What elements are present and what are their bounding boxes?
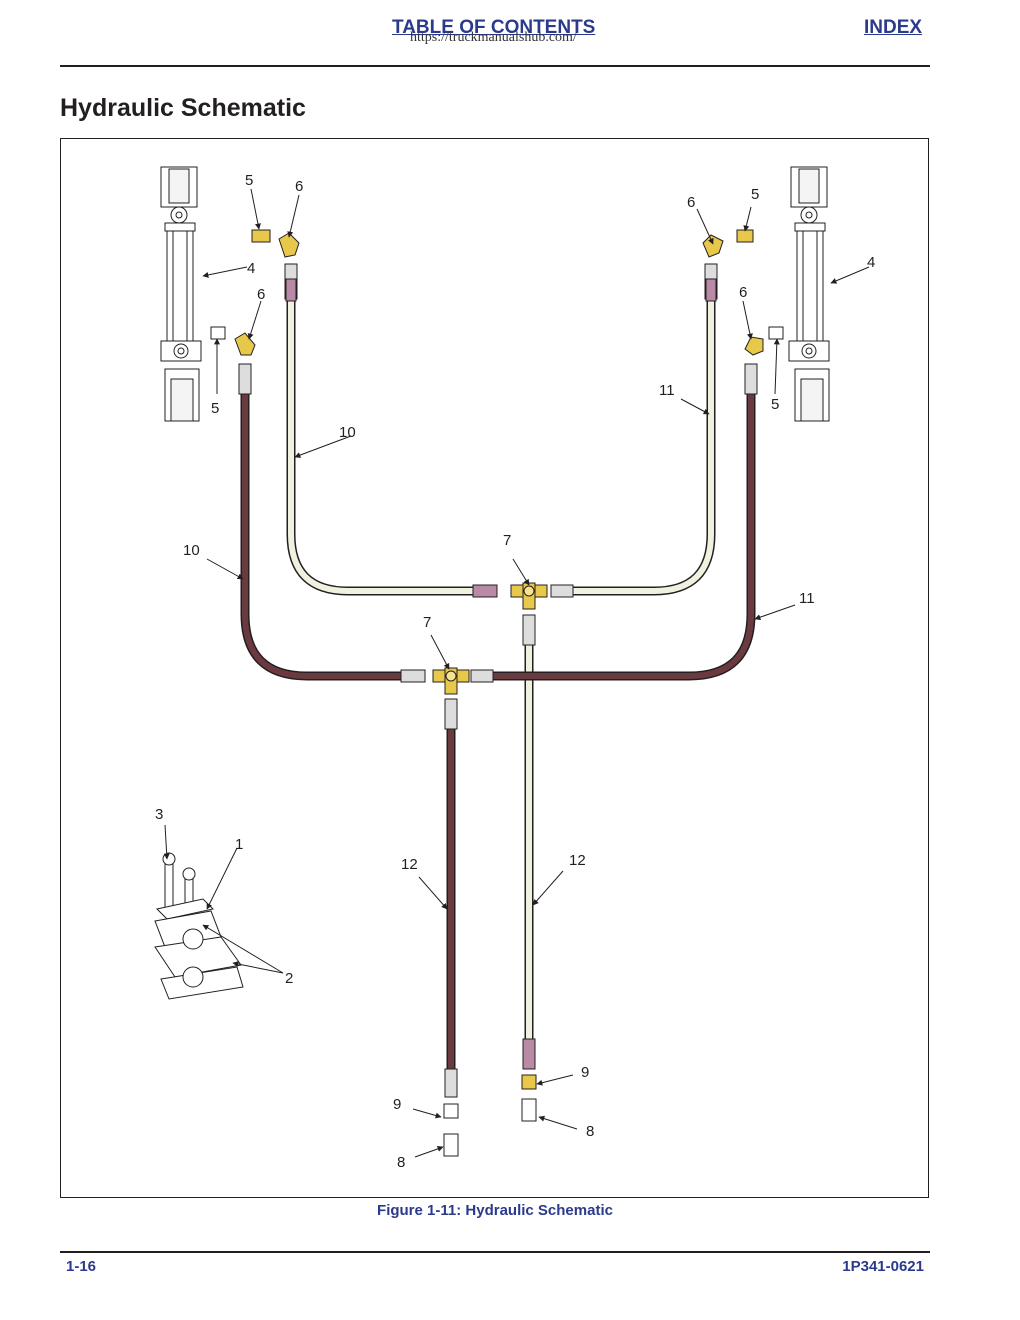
- tee-fitting-lower: [432, 667, 470, 695]
- callout-3: 3: [155, 806, 163, 823]
- callout-5: 5: [771, 396, 779, 413]
- callout-2: 2: [285, 970, 293, 987]
- callout-5: 5: [751, 186, 759, 203]
- callout-4: 4: [867, 254, 875, 271]
- hydraulic-schematic-figure: 5 6 4 6 5 10 10 7 7 6 5 4 6 5 11 11 3 1 …: [60, 138, 929, 1198]
- callout-5: 5: [245, 172, 253, 189]
- callout-5: 5: [211, 400, 219, 417]
- callout-9: 9: [393, 1096, 401, 1113]
- index-link[interactable]: INDEX: [864, 17, 923, 38]
- footer-rule: [60, 1251, 930, 1253]
- fittings-8-9: [443, 1074, 537, 1157]
- callout-6: 6: [739, 284, 747, 301]
- schematic-drawing: 5 6 4 6 5 10 10 7 7 6 5 4 6 5 11 11 3 1 …: [154, 166, 875, 1171]
- page-title: Hydraulic Schematic: [60, 94, 306, 122]
- callout-7: 7: [503, 532, 511, 549]
- figure-caption: Figure 1-11: Hydraulic Schematic: [377, 1202, 613, 1219]
- hose-10-light: [286, 284, 475, 596]
- hose-11-dark: [491, 371, 756, 681]
- fittings-5-6: [210, 229, 784, 356]
- hose-11-light: [567, 284, 716, 596]
- table-of-contents-link[interactable]: TABLE OF CONTENTS: [392, 17, 596, 38]
- callout-labels: 5 6 4 6 5 10 10 7 7 6 5 4 6 5 11 11 3 1 …: [155, 172, 875, 1171]
- callout-12: 12: [569, 852, 586, 869]
- callout-6: 6: [295, 178, 303, 195]
- hydraulic-cylinder-left: [160, 166, 202, 422]
- callout-11: 11: [799, 590, 815, 607]
- callout-8: 8: [586, 1123, 594, 1140]
- callout-4: 4: [247, 260, 255, 277]
- callout-11: 11: [659, 382, 675, 399]
- callout-12: 12: [401, 856, 418, 873]
- hose-10-dark: [240, 371, 401, 681]
- document-number: 1P341-0621: [842, 1258, 924, 1275]
- callout-10: 10: [183, 542, 200, 559]
- callout-7: 7: [423, 614, 431, 631]
- clamp-assembly: [154, 852, 244, 1000]
- callout-8: 8: [397, 1154, 405, 1171]
- hydraulic-cylinder-right: [788, 166, 830, 422]
- page-number: 1-16: [66, 1258, 97, 1275]
- callout-10: 10: [339, 424, 356, 441]
- leader-lines: [163, 188, 870, 1158]
- watermark-url: https://truckmanualshub.com/: [410, 30, 577, 45]
- hose-end-collars: [238, 263, 758, 1098]
- callout-9: 9: [581, 1064, 589, 1081]
- callout-1: 1: [235, 836, 243, 853]
- callout-6: 6: [257, 286, 265, 303]
- header-rule: [60, 65, 930, 67]
- tee-fitting-upper: [510, 582, 548, 610]
- callout-6: 6: [687, 194, 695, 211]
